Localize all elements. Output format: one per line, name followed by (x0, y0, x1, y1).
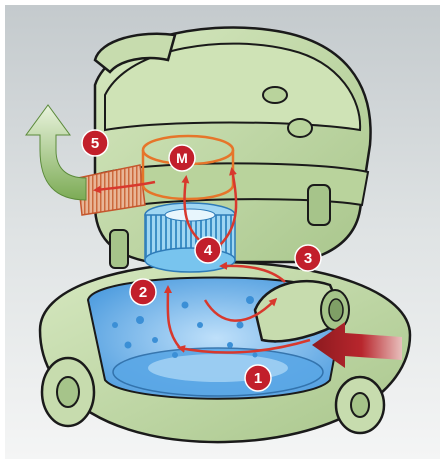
side-latch (308, 185, 330, 225)
motor-label: M (176, 150, 188, 166)
motor-badge: M (169, 145, 195, 171)
step-badge-2: 2 (130, 279, 156, 305)
step-label-1: 1 (254, 370, 262, 387)
step-badge-1: 1 (245, 365, 271, 391)
control-button-side (288, 119, 312, 137)
step-label-3: 3 (304, 250, 312, 267)
water-filter (145, 203, 235, 272)
step-badge-3: 3 (295, 245, 321, 271)
control-button-top (263, 87, 287, 103)
left-latch (110, 230, 128, 268)
step-label-4: 4 (204, 242, 213, 259)
step-badge-4: 4 (195, 237, 221, 263)
step-label-2: 2 (139, 284, 147, 301)
step-label-5: 5 (91, 135, 99, 152)
step-badge-5: 5 (82, 130, 108, 156)
